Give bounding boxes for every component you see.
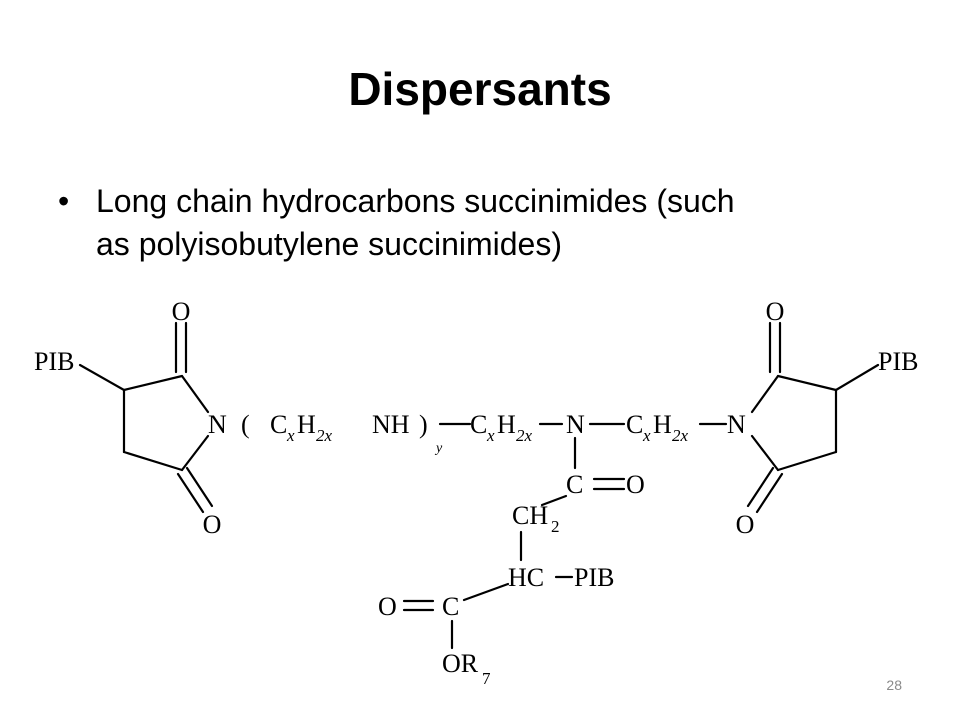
atom-nitrogen-left: N <box>208 410 227 439</box>
subscript-x-1: x <box>286 426 295 445</box>
chain-hydrogen-2: H <box>497 410 516 439</box>
page-number: 28 <box>886 677 902 693</box>
bond-lines <box>78 321 880 650</box>
nh-group: NH <box>372 410 410 439</box>
atom-oxygen-bottom-right: O <box>736 510 755 539</box>
ch2-group: CH <box>512 501 548 530</box>
bullet-list: • Long chain hydrocarbons succinimides (… <box>58 180 898 266</box>
subscript-7: 7 <box>482 669 491 688</box>
bullet-dot-icon: • <box>58 183 70 219</box>
subscript-y: y <box>434 441 443 456</box>
subscript-2x-3: 2x <box>672 426 689 445</box>
chain-carbon-1: C <box>270 410 287 439</box>
chain-carbon-2: C <box>470 410 487 439</box>
pib-label-right: PIB <box>878 347 918 376</box>
chain-hydrogen-3: H <box>653 410 672 439</box>
subscript-2x-2: 2x <box>516 426 533 445</box>
or-group: OR <box>442 649 479 678</box>
chain-carbon-3: C <box>626 410 643 439</box>
atom-oxygen-bottom-left: O <box>203 510 222 539</box>
atom-nitrogen-center: N <box>566 410 585 439</box>
bullet-text-line-1: Long chain hydrocarbons succinimides (su… <box>96 183 735 219</box>
bullet-item: • Long chain hydrocarbons succinimides (… <box>58 180 898 266</box>
pib-label-branch: PIB <box>574 563 614 592</box>
subscript-x-2: x <box>486 426 495 445</box>
subscript-2: 2 <box>551 517 560 536</box>
atom-oxygen-top-right: O <box>766 297 785 326</box>
chain-hydrogen-1: H <box>297 410 316 439</box>
ester-carbon: C <box>442 592 459 621</box>
atom-nitrogen-right: N <box>727 410 746 439</box>
hc-group: HC <box>508 563 544 592</box>
ester-carbonyl-oxygen: O <box>378 592 397 621</box>
carbonyl-carbon: C <box>566 470 583 499</box>
slide-title: Dispersants <box>348 63 612 115</box>
atom-oxygen-top-left: O <box>172 297 191 326</box>
carbonyl-oxygen: O <box>626 470 645 499</box>
paren-open: ( <box>241 410 250 439</box>
pib-label-left: PIB <box>34 347 74 376</box>
bullet-text-line-2: as polyisobutylene succinimides) <box>96 226 562 262</box>
subscript-x-3: x <box>642 426 651 445</box>
paren-close: ) <box>419 410 428 439</box>
subscript-2x-1: 2x <box>316 426 333 445</box>
